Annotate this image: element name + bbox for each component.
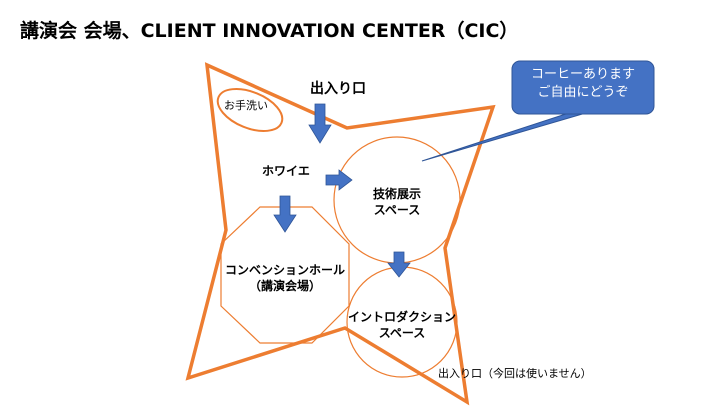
restroom-area[interactable] bbox=[212, 81, 289, 140]
page-title: 講演会 会場、CLIENT INNOVATION CENTER（CIC） bbox=[20, 20, 519, 42]
exit-label: 出入り口（今回は使いません） bbox=[438, 367, 592, 380]
foyer-label: ホワイエ bbox=[262, 164, 310, 178]
convention-hall-label: コンベンションホール （講演会場） bbox=[221, 262, 349, 294]
convention-hall-label-line1: コンベンションホール bbox=[224, 263, 345, 277]
arrow-down-entrance-icon bbox=[308, 103, 332, 144]
callout-box bbox=[511, 60, 655, 115]
introduction-label: イントロダクション スペース bbox=[347, 309, 457, 341]
tech-exhibit-label-line2: スペース bbox=[373, 203, 421, 218]
hall-outline bbox=[185, 62, 496, 406]
tech-exhibit-label-line1: 技術展示 bbox=[372, 187, 421, 201]
arrow-down-introduction-icon bbox=[387, 251, 411, 278]
convention-hall-area[interactable] bbox=[220, 206, 350, 344]
arrow-right-foyer-icon bbox=[325, 169, 353, 191]
callout-line2: ご自由にどうぞ bbox=[537, 85, 629, 101]
arrow-down-convention-icon bbox=[273, 195, 297, 233]
callout-line1: コーヒーあります bbox=[530, 67, 635, 82]
restroom-label: お手洗い bbox=[224, 99, 268, 112]
introduction-label-line1: イントロダクション bbox=[347, 310, 456, 324]
tech-exhibit-label: 技術展示 スペース bbox=[357, 186, 437, 218]
coffee-callout-text: コーヒーあります ご自由にどうぞ bbox=[512, 66, 654, 102]
introduction-label-line2: スペース bbox=[378, 326, 426, 341]
callout-pointer bbox=[421, 109, 597, 162]
entrance-label: 出入り口 bbox=[310, 81, 366, 97]
convention-hall-label-line2: （講演会場） bbox=[248, 279, 321, 294]
